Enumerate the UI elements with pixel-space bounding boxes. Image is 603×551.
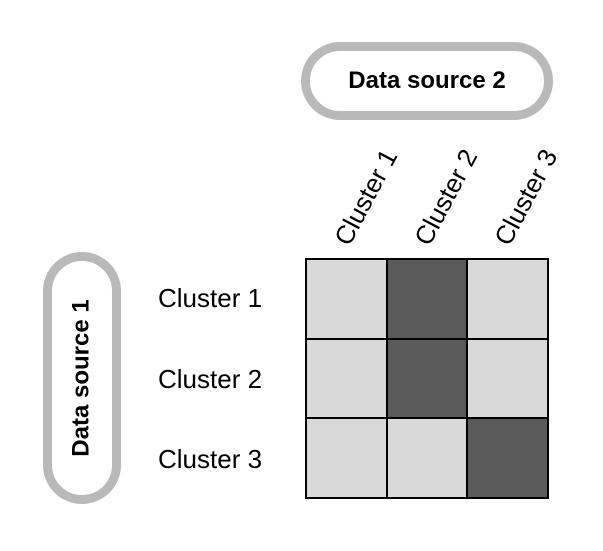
column-label-cluster-1: Cluster 1 [328,144,404,251]
matrix-cell-r2-c3-light [468,339,547,418]
matrix-cell-r2-c1-light [307,339,386,418]
matrix-cell-r1-c2-dark [387,260,467,338]
matrix-cell-r1-c1-light [307,260,386,338]
column-label-cluster-3: Cluster 3 [488,144,564,251]
matrix-cell-r2-c2-dark [387,339,467,418]
matrix-cell-r1-c3-light [468,260,547,338]
cluster-matrix [305,258,549,499]
matrix-cell-r3-c1-light [307,419,386,497]
data-source-1-pill: Data source 1 [43,252,121,504]
row-label-cluster-1: Cluster 1 [158,283,263,313]
matrix-cell-r3-c2-light [387,419,467,497]
row-label-cluster-2: Cluster 2 [158,364,263,394]
column-label-cluster-2: Cluster 2 [408,144,484,251]
data-source-1-label: Data source 1 [68,299,95,457]
row-label-cluster-3: Cluster 3 [158,444,263,474]
data-source-2-pill: Data source 2 [301,42,553,120]
matrix-cell-r3-c3-dark [468,419,547,497]
data-source-2-label: Data source 2 [348,67,506,94]
